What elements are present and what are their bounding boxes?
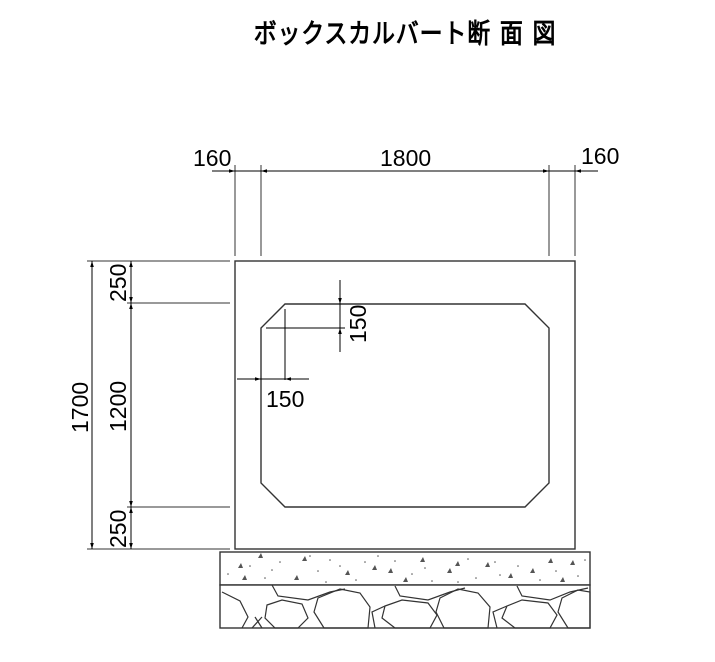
culvert-outer-outline	[234, 260, 576, 550]
dim-left-wall-thickness: 160	[193, 145, 231, 171]
haunch-dimension-lines	[237, 280, 345, 381]
dim-bottom-slab: 250	[105, 510, 131, 548]
left-dimension-lines	[90, 261, 133, 549]
dim-inner-width: 1800	[380, 145, 431, 171]
dim-right-wall-thickness: 160	[581, 143, 619, 169]
dim-inner-height: 1200	[105, 381, 131, 432]
left-extension-lines	[87, 260, 230, 550]
rubble-hatch	[221, 584, 591, 629]
culvert-inner-opening	[260, 303, 550, 508]
leveling-concrete-layer	[219, 551, 591, 586]
dim-haunch-vertical: 150	[345, 305, 371, 343]
concrete-stipple-hatch	[227, 553, 586, 583]
crushed-stone-layer	[219, 584, 591, 629]
dim-haunch-horizontal: 150	[266, 386, 304, 412]
dim-top-slab: 250	[105, 264, 131, 302]
drawing-title: ボックスカルバート断 面 図	[253, 19, 557, 50]
dim-total-height: 1700	[67, 382, 93, 433]
top-extension-lines	[234, 165, 576, 256]
